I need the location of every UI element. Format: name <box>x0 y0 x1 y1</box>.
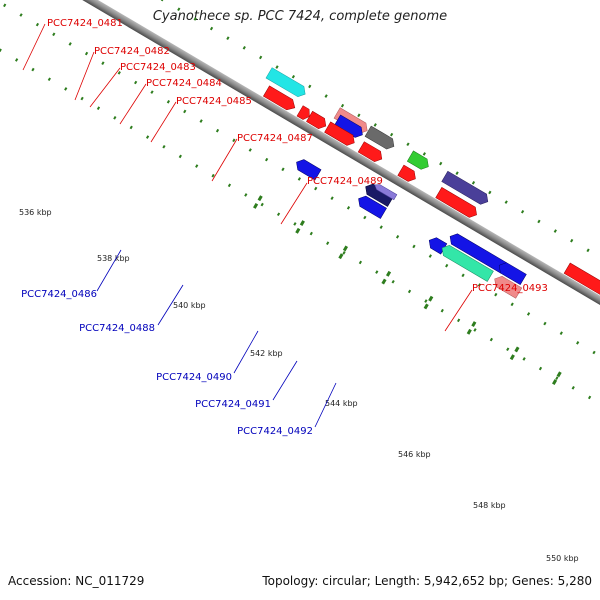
scale-label: 540 kbp <box>173 301 206 310</box>
gene-label: PCC7424_0483 <box>120 62 196 73</box>
major-tick <box>381 270 392 285</box>
gene-label: PCC7424_0489 <box>307 176 383 187</box>
forward-gene-labels: PCC7424_0481 PCC7424_0482 PCC7424_0483 P… <box>47 18 548 294</box>
feature-cds <box>296 105 310 120</box>
feature-reverse-cds <box>358 195 387 219</box>
feature-cds <box>435 187 477 218</box>
scale-label: 550 kbp <box>546 554 579 563</box>
tick-ring-outer <box>0 0 600 403</box>
feature-cyan <box>265 67 306 98</box>
gene-label: PCC7424_0485 <box>176 96 252 107</box>
feature-cds <box>263 85 296 111</box>
accession-info: Accession: NC_011729 <box>8 574 144 588</box>
gene-label: PCC7424_0488 <box>79 323 155 334</box>
genome-stats: Topology: circular; Length: 5,942,652 bp… <box>262 574 592 588</box>
label-leader <box>157 284 184 326</box>
feature-cds <box>306 110 327 129</box>
label-leader <box>444 289 473 332</box>
major-tick <box>295 220 305 234</box>
map-title: Cyanothece sp. PCC 7424, complete genome <box>152 9 448 24</box>
label-leader <box>280 182 308 225</box>
major-ticks <box>253 195 562 385</box>
feature-slate <box>441 170 489 205</box>
label-leader <box>314 382 337 428</box>
major-tick <box>423 295 434 310</box>
major-tick <box>338 245 349 260</box>
feature-reverse-cds <box>449 233 507 274</box>
scale-label: 544 kbp <box>325 399 358 408</box>
reverse-features <box>296 159 527 299</box>
gene-label: PCC7424_0492 <box>237 426 313 437</box>
feature-lavender <box>374 184 398 201</box>
length-label: Length: <box>374 574 421 588</box>
gene-label: PCC7424_0481 <box>47 18 123 29</box>
feature-green <box>406 150 429 170</box>
label-leader <box>22 23 46 71</box>
feature-cds <box>357 141 383 162</box>
scale-labels: 536 kbp 538 kbp 540 kbp 542 kbp 544 kbp … <box>19 208 579 563</box>
major-tick <box>552 371 562 385</box>
label-leader <box>211 138 238 182</box>
feature-reverse-cds <box>498 262 527 286</box>
gene-label: PCC7424_0482 <box>94 46 170 57</box>
gene-label: PCC7424_0491 <box>195 399 271 410</box>
genes-value: 5,280 <box>557 574 592 588</box>
forward-features <box>263 67 600 296</box>
scale-label: 536 kbp <box>19 208 52 217</box>
feature-teal <box>441 245 494 282</box>
feature-pink <box>494 275 523 299</box>
reverse-label-leaders <box>96 249 337 428</box>
scale-label: 538 kbp <box>97 254 130 263</box>
scale-label: 546 kbp <box>398 450 431 459</box>
major-tick <box>253 195 263 209</box>
label-leader <box>119 83 147 125</box>
feature-gray <box>364 125 395 150</box>
major-tick <box>466 321 477 335</box>
feature-cds <box>324 121 355 146</box>
feature-reverse-cds <box>296 159 322 181</box>
gene-label: PCC7424_0487 <box>237 133 313 144</box>
label-leader <box>233 330 259 374</box>
reverse-gene-labels: PCC7424_0486 PCC7424_0488 PCC7424_0490 P… <box>21 289 313 437</box>
label-leader <box>150 101 177 143</box>
topology-value: circular <box>322 574 367 588</box>
topology-label: Topology: <box>262 574 319 588</box>
forward-label-leaders <box>22 23 473 332</box>
tick-ring-inner <box>0 0 600 476</box>
genome-backbone <box>0 0 600 437</box>
accession-value: NC_011729 <box>75 574 145 588</box>
length-value: 5,942,652 bp <box>423 574 504 588</box>
gene-label: PCC7424_0486 <box>21 289 97 300</box>
gene-label: PCC7424_0490 <box>156 372 232 383</box>
feature-cds <box>397 164 416 182</box>
scale-label: 548 kbp <box>473 501 506 510</box>
label-leader <box>272 360 298 401</box>
gene-label: PCC7424_0493 <box>472 283 548 294</box>
accession-label: Accession: <box>8 574 72 588</box>
scale-label: 542 kbp <box>250 349 283 358</box>
feature-cds <box>563 262 600 296</box>
major-tick <box>509 346 520 361</box>
feature-reverse-cds <box>334 114 363 138</box>
label-leader <box>89 67 121 108</box>
gene-label: PCC7424_0484 <box>146 78 222 89</box>
label-leader <box>96 249 122 292</box>
label-leader <box>74 51 95 101</box>
genes-label: Genes: <box>511 574 554 588</box>
